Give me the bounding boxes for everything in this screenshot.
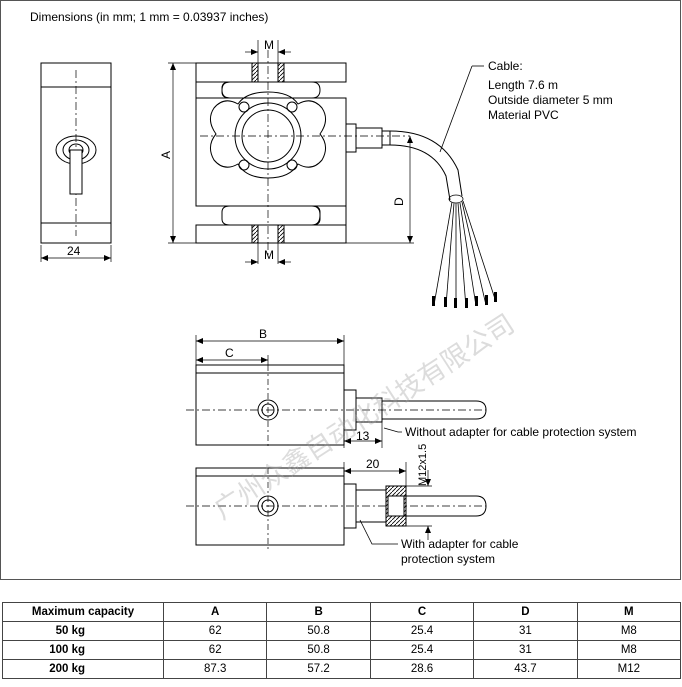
cell-d: 43.7 xyxy=(473,659,578,679)
table-header-row: Maximum capacity A B C D M xyxy=(2,602,682,622)
front-view xyxy=(168,40,463,265)
technical-drawing: Dimensions (in mm; 1 mm = 0.03937 inches… xyxy=(30,10,636,566)
drawing-frame xyxy=(0,0,681,580)
header-m: M xyxy=(576,602,682,622)
m-top-label: M xyxy=(264,38,274,52)
top-view-with-adapter xyxy=(186,462,487,550)
cable-material: Material PVC xyxy=(488,108,559,122)
cell-a: 62 xyxy=(162,621,268,641)
dimensions-table: Maximum capacity A B C D M 50 kg 62 50.8… xyxy=(2,602,682,679)
dim-b-label: B xyxy=(259,327,267,341)
cable-leader xyxy=(439,65,473,153)
top-view-without-adapter xyxy=(186,335,487,448)
with-adapter-callout-line1: With adapter for cable xyxy=(401,537,519,551)
dim-20-label: 20 xyxy=(366,457,380,471)
cable-diameter: Outside diameter 5 mm xyxy=(488,93,613,107)
cell-b: 50.8 xyxy=(266,640,371,660)
cable-heading: Cable: xyxy=(488,59,523,73)
thread-label: M12x1.5 xyxy=(417,444,429,486)
header-d: D xyxy=(473,602,578,622)
cable-wires xyxy=(433,194,497,309)
m-bottom-label: M xyxy=(264,248,274,262)
cell-capacity: 50 kg xyxy=(2,621,164,641)
cell-c: 25.4 xyxy=(369,640,475,660)
table-row: 100 kg 62 50.8 25.4 31 M8 xyxy=(2,640,682,660)
cell-c: 28.6 xyxy=(369,659,475,679)
cable-length: Length 7.6 m xyxy=(488,78,558,92)
cell-a: 87.3 xyxy=(162,659,268,679)
cell-b: 50.8 xyxy=(266,621,371,641)
header-b: B xyxy=(266,602,371,622)
header-max-capacity: Maximum capacity xyxy=(2,602,164,622)
cell-d: 31 xyxy=(473,621,578,641)
dimensions-title: Dimensions (in mm; 1 mm = 0.03937 inches… xyxy=(30,10,268,24)
header-a: A xyxy=(162,602,268,622)
cell-m: M8 xyxy=(576,640,682,660)
header-c: C xyxy=(369,602,475,622)
table-row: 200 kg 87.3 57.2 28.6 43.7 M12 xyxy=(2,659,682,679)
dim-a-label: A xyxy=(159,151,173,159)
cell-b: 57.2 xyxy=(266,659,371,679)
dim-13-label: 13 xyxy=(356,429,370,443)
cable-wire-ends xyxy=(432,292,497,308)
width-24-label: 24 xyxy=(67,244,81,258)
cell-m: M8 xyxy=(576,621,682,641)
cell-m: M12 xyxy=(576,659,682,679)
cell-capacity: 100 kg xyxy=(2,640,164,660)
side-view xyxy=(40,62,112,262)
with-adapter-callout-line2: protection system xyxy=(401,552,495,566)
dim-d-label: D xyxy=(392,197,406,206)
cell-capacity: 200 kg xyxy=(2,659,164,679)
cell-a: 62 xyxy=(162,640,268,660)
without-adapter-callout: Without adapter for cable protection sys… xyxy=(405,425,636,439)
cell-d: 31 xyxy=(473,640,578,660)
table-row: 50 kg 62 50.8 25.4 31 M8 xyxy=(2,621,682,641)
cell-c: 25.4 xyxy=(369,621,475,641)
dim-c-label: C xyxy=(225,346,234,360)
